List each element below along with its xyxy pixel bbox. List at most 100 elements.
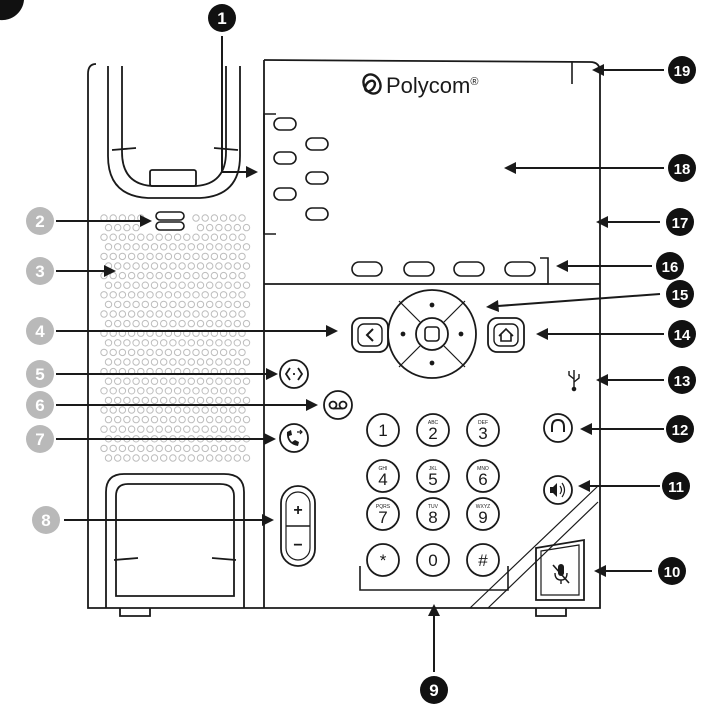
callout-arrowheads: [104, 64, 608, 616]
dial-key-digit: 8: [428, 508, 437, 527]
handset-rest: [105, 473, 245, 608]
callout-number: 17: [672, 215, 689, 232]
line-key-4[interactable]: [305, 171, 329, 185]
corner-badge: [0, 0, 24, 21]
soft-key-2[interactable]: [403, 261, 435, 277]
soft-key-1[interactable]: [351, 261, 383, 277]
dial-key-digit: #: [478, 551, 488, 570]
brand-mark: ®: [470, 76, 478, 88]
line-keys: [263, 113, 329, 235]
home-icon: [498, 327, 514, 342]
dial-key-digit: 4: [378, 470, 387, 489]
callout-number: 11: [668, 479, 684, 496]
back-button[interactable]: [351, 317, 389, 353]
home-button[interactable]: [487, 317, 525, 353]
dial-key-letters: ABC: [428, 420, 439, 426]
polycom-logo-icon: [362, 73, 382, 95]
callout-13: 13: [668, 366, 696, 394]
volume-up-label: +: [293, 502, 302, 519]
dial-key-letters: GHI: [379, 466, 388, 472]
speakerphone-button[interactable]: [543, 475, 573, 505]
dial-pad-bracket: [359, 566, 509, 591]
callout-16: 16: [656, 252, 684, 280]
line-key-5[interactable]: [273, 187, 297, 201]
brand-name: Polycom: [386, 73, 470, 98]
usb-icon: [568, 370, 580, 392]
dial-key-letters: TUV: [428, 504, 439, 510]
callout-lines: [56, 36, 664, 672]
callout-5: 5: [26, 360, 54, 388]
callout-number: 7: [35, 430, 44, 449]
dial-key-letters: WXYZ: [476, 504, 490, 510]
redial-button[interactable]: [279, 423, 309, 453]
callout-number: 6: [35, 396, 44, 415]
hookswitch-tab: [155, 211, 185, 231]
callout-19: 19: [668, 56, 696, 84]
line-key-2[interactable]: [305, 137, 329, 151]
line-key-3[interactable]: [273, 151, 297, 165]
callout-1: 1: [208, 4, 236, 32]
soft-key-4[interactable]: [504, 261, 536, 277]
callout-number: 4: [35, 322, 45, 341]
callout-8: 8: [32, 506, 60, 534]
dial-key-star[interactable]: *: [366, 543, 400, 577]
dial-key-hash[interactable]: #: [466, 543, 500, 577]
speaker-icon: [550, 483, 557, 497]
dial-key-digit: 2: [428, 424, 437, 443]
callout-17: 17: [666, 208, 694, 236]
callout-3: 3: [26, 257, 54, 285]
dial-key-digit: 3: [478, 424, 487, 443]
dial-key-1[interactable]: 1: [366, 413, 400, 447]
line-key-1[interactable]: [273, 117, 297, 131]
voicemail-icon: [328, 400, 348, 410]
dial-key-digit: 1: [378, 421, 387, 440]
callout-number: 10: [664, 564, 681, 581]
callout-7: 7: [26, 425, 54, 453]
mute-button[interactable]: [535, 538, 585, 601]
svg-text:Polycom®: Polycom®: [386, 73, 478, 98]
callout-4: 4: [26, 317, 54, 345]
callout-12: 12: [666, 415, 694, 443]
callout-number: 14: [674, 327, 691, 344]
dial-key-letters: MNO: [477, 466, 489, 472]
callout-number: 16: [662, 259, 679, 276]
dial-key-digit: 7: [378, 508, 387, 527]
select-button[interactable]: [424, 326, 440, 342]
line-key-6[interactable]: [305, 207, 329, 221]
dial-key-letters: PQRS: [376, 504, 391, 510]
volume-rocker[interactable]: + −: [280, 485, 316, 567]
callout-number: 12: [672, 422, 689, 439]
messages-button[interactable]: [323, 390, 353, 420]
callout-number: 18: [674, 161, 691, 178]
mute-microphone-icon: [552, 564, 570, 584]
transfer-button[interactable]: [279, 359, 309, 389]
chevron-left-icon: [365, 328, 374, 342]
callout-10: 10: [658, 557, 686, 585]
callout-9: 9: [420, 676, 448, 704]
navigation-pad[interactable]: [387, 289, 477, 379]
dial-key-0[interactable]: 0: [416, 543, 450, 577]
headset-button[interactable]: [543, 413, 573, 443]
callout-11: 11: [662, 472, 690, 500]
callout-15: 15: [666, 280, 694, 308]
dial-key-letters: JKL: [429, 466, 438, 472]
callout-18: 18: [668, 154, 696, 182]
callout-number: 19: [674, 63, 691, 80]
soft-keys: [351, 257, 549, 285]
callout-number: 8: [41, 511, 50, 530]
speaker-grille: [100, 214, 251, 462]
transfer-icon: [284, 367, 304, 381]
soft-key-3[interactable]: [453, 261, 485, 277]
callout-number: 15: [672, 287, 689, 304]
